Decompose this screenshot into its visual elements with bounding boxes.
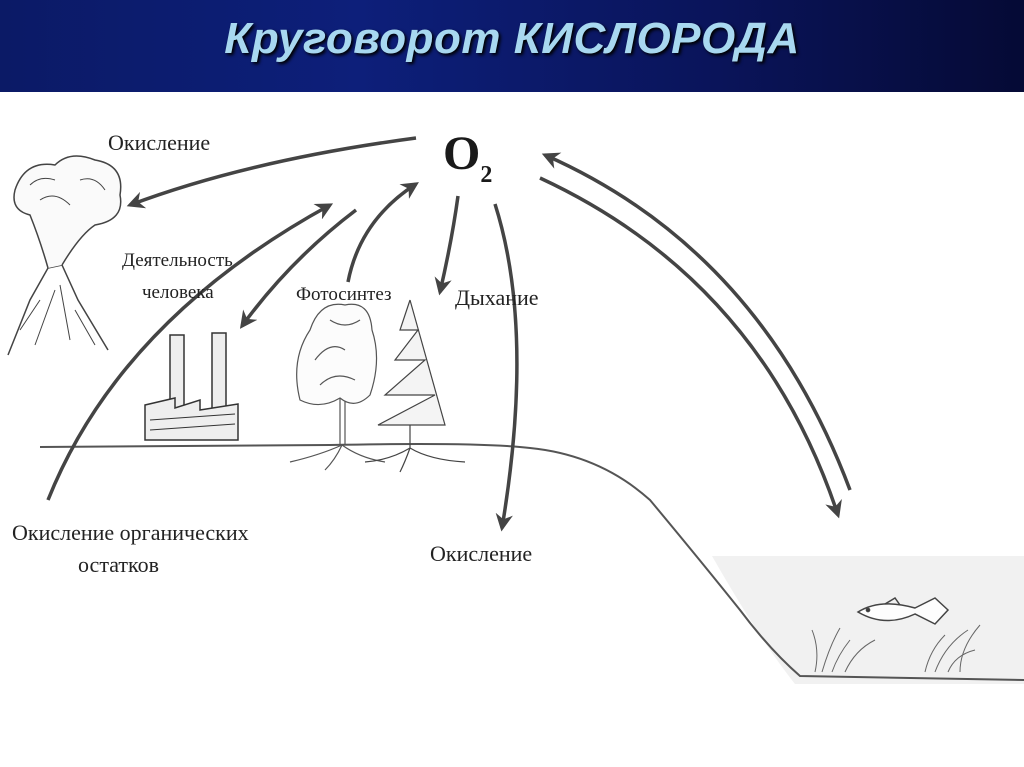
page-title: Круговорот КИСЛОРОДА [224,14,800,63]
arrow-photosynthesis-to-o2 [346,182,419,283]
label-human-activity-1: Деятельность [122,250,233,271]
seaweed-illustration [811,624,981,673]
water-body [712,556,1024,684]
conifer-tree-illustration [364,299,466,473]
label-human-activity-2: человека [142,282,214,303]
label-organic-oxidation-2: остатков [78,552,159,577]
arrow-o2-to-oxidation [493,203,519,532]
label-oxidation-bottom: Окисление [430,541,533,566]
fish-illustration [856,597,950,625]
o2-symbol: O2 [443,127,493,188]
arrow-o2-to-volcano [126,136,417,209]
cycle-arrows [46,136,852,532]
label-oxidation-top: Окисление [108,130,211,155]
deciduous-tree-illustration [289,303,386,471]
label-respiration: Дыхание [455,285,539,310]
ground-line [39,443,1024,681]
label-organic-oxidation-1: Окисление органических [12,520,249,545]
header-banner: Круговорот КИСЛОРОДА [0,0,1024,92]
arrow-organic-to-o2 [46,203,334,501]
label-photosynthesis: Фотосинтез [296,284,392,305]
arrow-o2-to-respiration [434,195,460,296]
arrow-o2-to-factory [239,208,358,329]
volcano-illustration [7,155,122,356]
arrow-o2-to-water [539,176,842,519]
arrow-water-to-o2 [541,152,852,491]
factory-illustration [144,332,239,441]
